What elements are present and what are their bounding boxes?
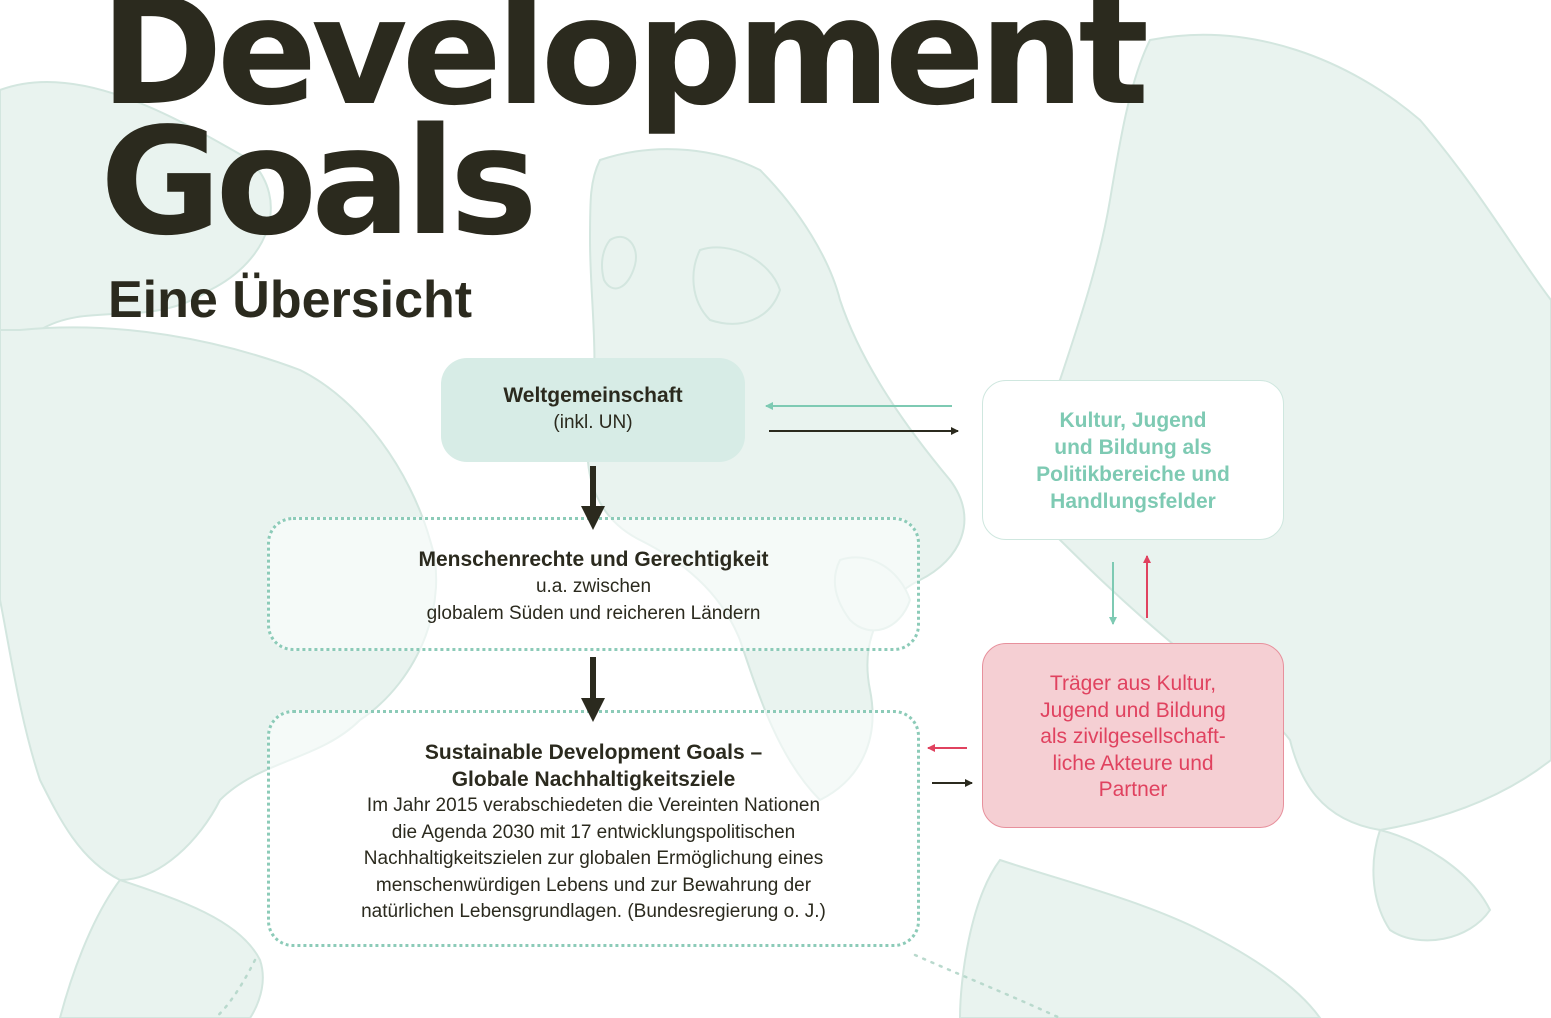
weltgemeinschaft-box: Weltgemeinschaft (inkl. UN) [441, 358, 745, 462]
traeger-box: Träger aus Kultur, Jugend und Bildung al… [982, 643, 1284, 828]
menschenrechte-box: Menschenrechte und Gerechtigkeit u.a. zw… [267, 517, 920, 651]
kultur-line: Politikbereiche und [1036, 463, 1230, 486]
weltgemeinschaft-title: Weltgemeinschaft [503, 384, 683, 407]
kultur-line: Handlungsfelder [1050, 490, 1216, 513]
sdg-body-line: menschenwürdigen Lebens und zur Bewahrun… [375, 874, 812, 896]
page-title-line-2: Goals [100, 96, 538, 268]
traeger-line: Partner [1098, 778, 1168, 801]
sdg-title-line: Sustainable Development Goals – [424, 741, 763, 764]
page-title-line-1: Development [100, 0, 1149, 138]
menschenrechte-line: globalem Süden und reicheren Ländern [426, 603, 761, 624]
sdg-body-line: Nachhaltigkeitszielen zur globalen Ermög… [363, 848, 824, 869]
kultur-line: Kultur, Jugend [1059, 409, 1207, 432]
menschenrechte-line: u.a. zwischen [535, 576, 652, 597]
weltgemeinschaft-subtitle: (inkl. UN) [553, 412, 633, 433]
sdg-body-line: natürlichen Lebensgrundlagen. (Bundesreg… [361, 901, 826, 922]
menschenrechte-title: Menschenrechte und Gerechtigkeit [418, 548, 769, 571]
sdg-body-line: die Agenda 2030 mit 17 entwicklungspolit… [391, 821, 796, 843]
traeger-line: Träger aus Kultur, [1049, 672, 1217, 695]
kultur-line: und Bildung als [1054, 436, 1212, 459]
kultur-box: Kultur, Jugend und Bildung als Politikbe… [982, 380, 1284, 540]
page-subtitle: Eine Übersicht [108, 271, 473, 329]
traeger-line: als zivilgesellschaft- [1040, 725, 1226, 748]
sdg-box: Sustainable Development Goals – Globale … [267, 710, 920, 947]
traeger-line: Jugend und Bildung [1040, 698, 1226, 722]
traeger-line: liche Akteure und [1052, 751, 1214, 775]
sdg-title-line: Globale Nachhaltigkeitsziele [451, 768, 736, 791]
sdg-body-line: Im Jahr 2015 verabschiedeten die Vereint… [366, 795, 821, 816]
